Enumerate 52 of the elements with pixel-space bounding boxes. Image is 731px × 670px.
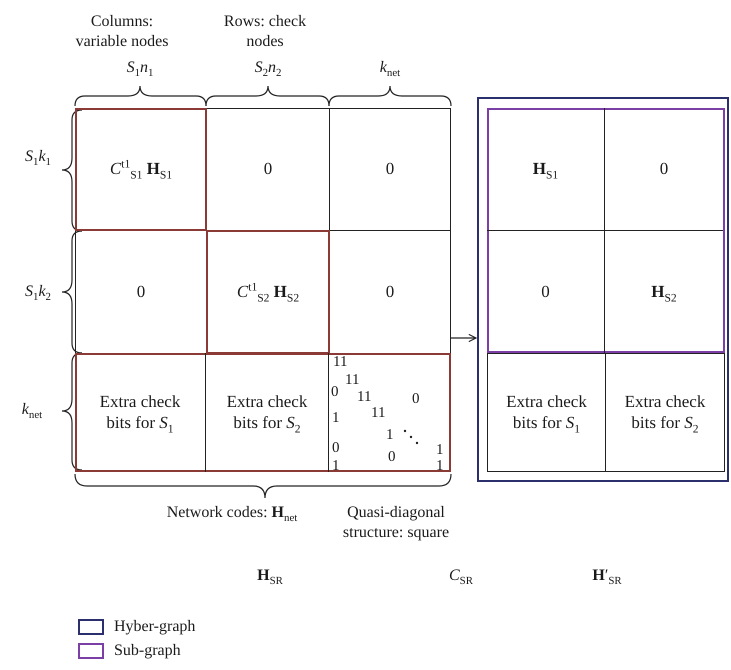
cell-text: 0 <box>136 282 146 302</box>
annotation-label: H$_{SR}$ <box>257 566 283 586</box>
matrix-entry: 1 <box>386 428 394 443</box>
cell-text: Extra check bits for S$_{1}$ <box>98 392 182 433</box>
cell-text: 0 <box>541 282 550 302</box>
cell-text: 0 <box>386 159 394 180</box>
matrix-entry: 1 <box>332 459 340 474</box>
annotation-label: S$_{1}$k$_{1}$ <box>25 147 51 167</box>
matrix-cell <box>605 353 725 472</box>
matrix-entry: 11 <box>333 355 348 370</box>
annotation-label: Rows: check nodes <box>222 12 308 52</box>
annotation-label: S$_{1}$n$_{1}$ <box>126 58 154 78</box>
matrix-cell <box>75 108 207 231</box>
annotation-label: H′$_{SR}$ <box>592 566 622 586</box>
sub-graph-box <box>487 108 725 353</box>
annotation-label: k$_{net}$ <box>22 400 42 420</box>
matrix-entry: 0 <box>412 392 420 407</box>
annotation-label: S$_{1}$k$_{2}$ <box>25 282 51 302</box>
annotation-label: k$_{net}$ <box>380 58 400 78</box>
annotation-label: S$_{2}$n$_{2}$ <box>254 58 282 78</box>
matrix-entry: 11 <box>345 373 360 388</box>
annotation-label: Columns: variable nodes <box>74 12 170 52</box>
cell-text: Extra check bits for S$_{1}$ <box>505 392 588 433</box>
highlight-box <box>75 353 451 472</box>
matrix-entry: 0 <box>388 450 396 465</box>
hyper-graph-box <box>477 97 729 482</box>
matrix-entry: 11 <box>371 406 386 421</box>
cell-text: H$_{S1}$ <box>532 158 558 180</box>
cell-text: 0 <box>264 159 272 180</box>
cell-text: C$^{t1}$$_{S2}$ H$_{S2}$ <box>236 282 300 302</box>
annotation-label: Quasi-diagonal structure: square <box>342 503 450 543</box>
arrow <box>451 334 477 342</box>
matrix-entry: 0 <box>332 441 340 456</box>
annotation-label: Network codes: H$_{net}$ <box>166 503 298 523</box>
annotation-label: C$_{SR}$ <box>449 566 473 586</box>
cell-text: H$_{S2}$ <box>651 282 677 302</box>
matrix-entry: 1 <box>436 443 444 458</box>
cell-text: Extra check bits for S$_{2}$ <box>226 392 308 433</box>
matrix-entry: 1 <box>436 459 444 474</box>
matrix-cell <box>206 230 330 354</box>
matrix-entry: 1 <box>332 411 340 426</box>
matrix-cell <box>487 108 605 231</box>
legend-label: Sub-graph <box>114 642 181 660</box>
cell-text: 0 <box>660 158 668 180</box>
cell-text: 0 <box>386 282 394 302</box>
cell-text: C$^{t1}$$_{S1}$ H$_{S1}$ <box>110 159 172 180</box>
matrix-entry: 11 <box>357 390 372 405</box>
matrix-cell <box>329 108 451 231</box>
legend-label: Hyber-graph <box>114 618 196 636</box>
matrix-cell <box>487 353 606 472</box>
cell-text: Extra check bits for S$_{2}$ <box>624 392 706 433</box>
matrix-entry: 0 <box>331 385 338 400</box>
